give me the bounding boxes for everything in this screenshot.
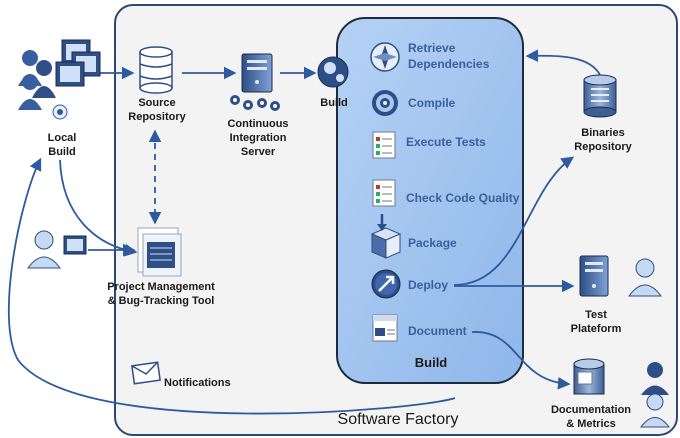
documentation-metrics-label-2: & Metrics [566,418,616,430]
step-retrieve-dependencies-1: Retrieve [408,41,456,55]
checklist-icon [372,131,396,159]
test-platform-label-1: Test [585,309,607,321]
tester-icon [628,258,662,297]
local-build-label-2: Build [48,146,76,158]
gears-icon [230,95,280,111]
step-document: Document [408,324,467,338]
local-build-icon [18,39,101,120]
build-small-label: Build [320,97,348,109]
binaries-repository-label-1: Binaries [581,127,624,139]
user-icon [27,230,61,269]
step-execute-tests: Execute Tests [406,135,486,149]
pm-tool-label-1: Project Management [107,281,215,293]
step-retrieve-dependencies-2: Dependencies [408,57,490,71]
step-deploy: Deploy [408,278,448,292]
document-icon [372,314,398,342]
server-icon [579,255,609,297]
monitor-icon [63,235,87,255]
pm-tool-label-2: & Bug-Tracking Tool [108,295,215,307]
users-icon [640,362,670,428]
database-icon [139,46,173,94]
test-platform-label-2: Plateform [571,323,622,335]
binaries-repository-label-2: Repository [574,141,632,153]
envelope-icon [131,361,161,385]
step-package: Package [408,236,457,250]
box-icon [370,214,402,259]
software-factory-label: Software Factory [338,411,459,428]
gear-icon [372,90,398,116]
ci-server-label-3: Server [241,146,276,158]
source-repository-label-2: Repository [128,111,186,123]
deploy-arrow-icon [371,269,401,299]
checklist-icon [372,179,396,207]
notifications-label: Notifications [164,377,231,389]
build-gear-icon [317,56,349,88]
step-compile: Compile [408,96,456,110]
compass-icon [370,42,400,72]
ci-server-label-2: Integration [230,132,287,144]
local-build-label-1: Local [48,132,77,144]
documentation-icon [573,358,605,395]
build-box-title: Build [415,355,448,370]
documents-icon [137,227,182,277]
connectors [7,49,601,415]
ci-server-label-1: Continuous [227,118,288,130]
source-repository-label-1: Source [138,97,175,109]
step-check-code-quality: Check Code Quality [406,191,520,205]
documentation-metrics-label-1: Documentation [551,404,631,416]
database-icon [583,74,617,118]
server-icon [241,53,273,93]
